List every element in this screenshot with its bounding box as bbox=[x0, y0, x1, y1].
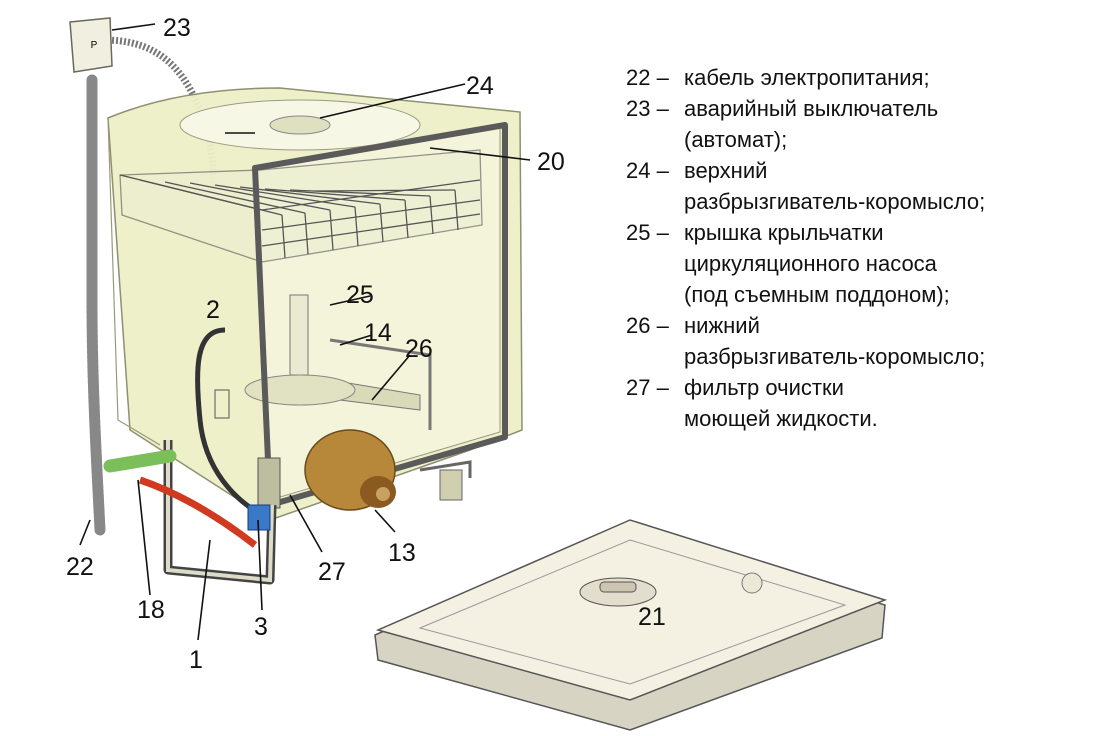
dishwasher-body bbox=[107, 87, 523, 521]
legend-text: крышка крыльчатки циркуляционного насоса… bbox=[684, 220, 950, 307]
callout-20: 20 bbox=[537, 148, 565, 176]
legend-number: 26 – bbox=[626, 313, 669, 338]
callout-14: 14 bbox=[364, 319, 392, 347]
callout-18: 18 bbox=[137, 596, 165, 624]
drain-hose bbox=[195, 327, 264, 518]
power-cable-drop bbox=[86, 74, 106, 536]
red-inlet-hose bbox=[138, 476, 258, 548]
callout-13: 13 bbox=[388, 539, 416, 567]
callout-2: 2 bbox=[206, 296, 220, 324]
legend-item: 27 – фильтр очистки моющей жидкости. bbox=[626, 372, 1086, 434]
legend-text: верхний разбрызгиватель-коромысло; bbox=[684, 158, 986, 214]
pump-motor bbox=[304, 429, 396, 511]
legend: 22 – кабель электропитания; 23 – аварийный … bbox=[626, 62, 1086, 434]
legend-number: 23 – bbox=[626, 96, 669, 121]
legend-number: 25 – bbox=[626, 220, 669, 245]
legend-text: фильтр очистки моющей жидкости. bbox=[684, 375, 878, 431]
legend-text: нижний разбрызгиватель-коромысло; bbox=[684, 313, 986, 369]
callout-25: 25 bbox=[346, 281, 374, 309]
switch-mark: P bbox=[91, 40, 98, 51]
callout-26: 26 bbox=[405, 335, 433, 363]
removable-pan-lid bbox=[374, 519, 888, 731]
green-inlet-pipe bbox=[103, 449, 177, 473]
legend-number: 24 – bbox=[626, 158, 669, 183]
legend-item: 22 – кабель электропитания; bbox=[626, 62, 1086, 93]
legend-item: 23 – аварийный выключатель (автомат); bbox=[626, 93, 1086, 155]
legend-number: 27 – bbox=[626, 375, 669, 400]
legend-text: аварийный выключатель (автомат); bbox=[684, 96, 939, 152]
callout-27: 27 bbox=[318, 558, 346, 586]
callout-3: 3 bbox=[254, 613, 268, 641]
filter-block bbox=[257, 457, 281, 509]
callout-numbers: 23 24 20 2 25 14 26 22 18 3 1 27 13 21 bbox=[66, 14, 666, 674]
callout-1: 1 bbox=[189, 646, 203, 674]
legend-item: 26 – нижний разбрызгиватель-коромысло; bbox=[626, 310, 1086, 372]
callout-21: 21 bbox=[638, 603, 666, 631]
legend-number: 22 – bbox=[626, 65, 669, 90]
legend-item: 24 – верхний разбрызгиватель-коромысло; bbox=[626, 155, 1086, 217]
callout-22: 22 bbox=[66, 553, 94, 581]
legend-item: 25 – крышка крыльчатки циркуляционного на… bbox=[626, 217, 1086, 310]
door-frame bbox=[252, 122, 508, 508]
callout-24: 24 bbox=[466, 72, 494, 100]
legend-text: кабель электропитания; bbox=[684, 65, 930, 90]
leader-lines bbox=[79, 23, 531, 641]
emergency-switch: P bbox=[69, 17, 113, 73]
callout-23: 23 bbox=[163, 14, 191, 42]
